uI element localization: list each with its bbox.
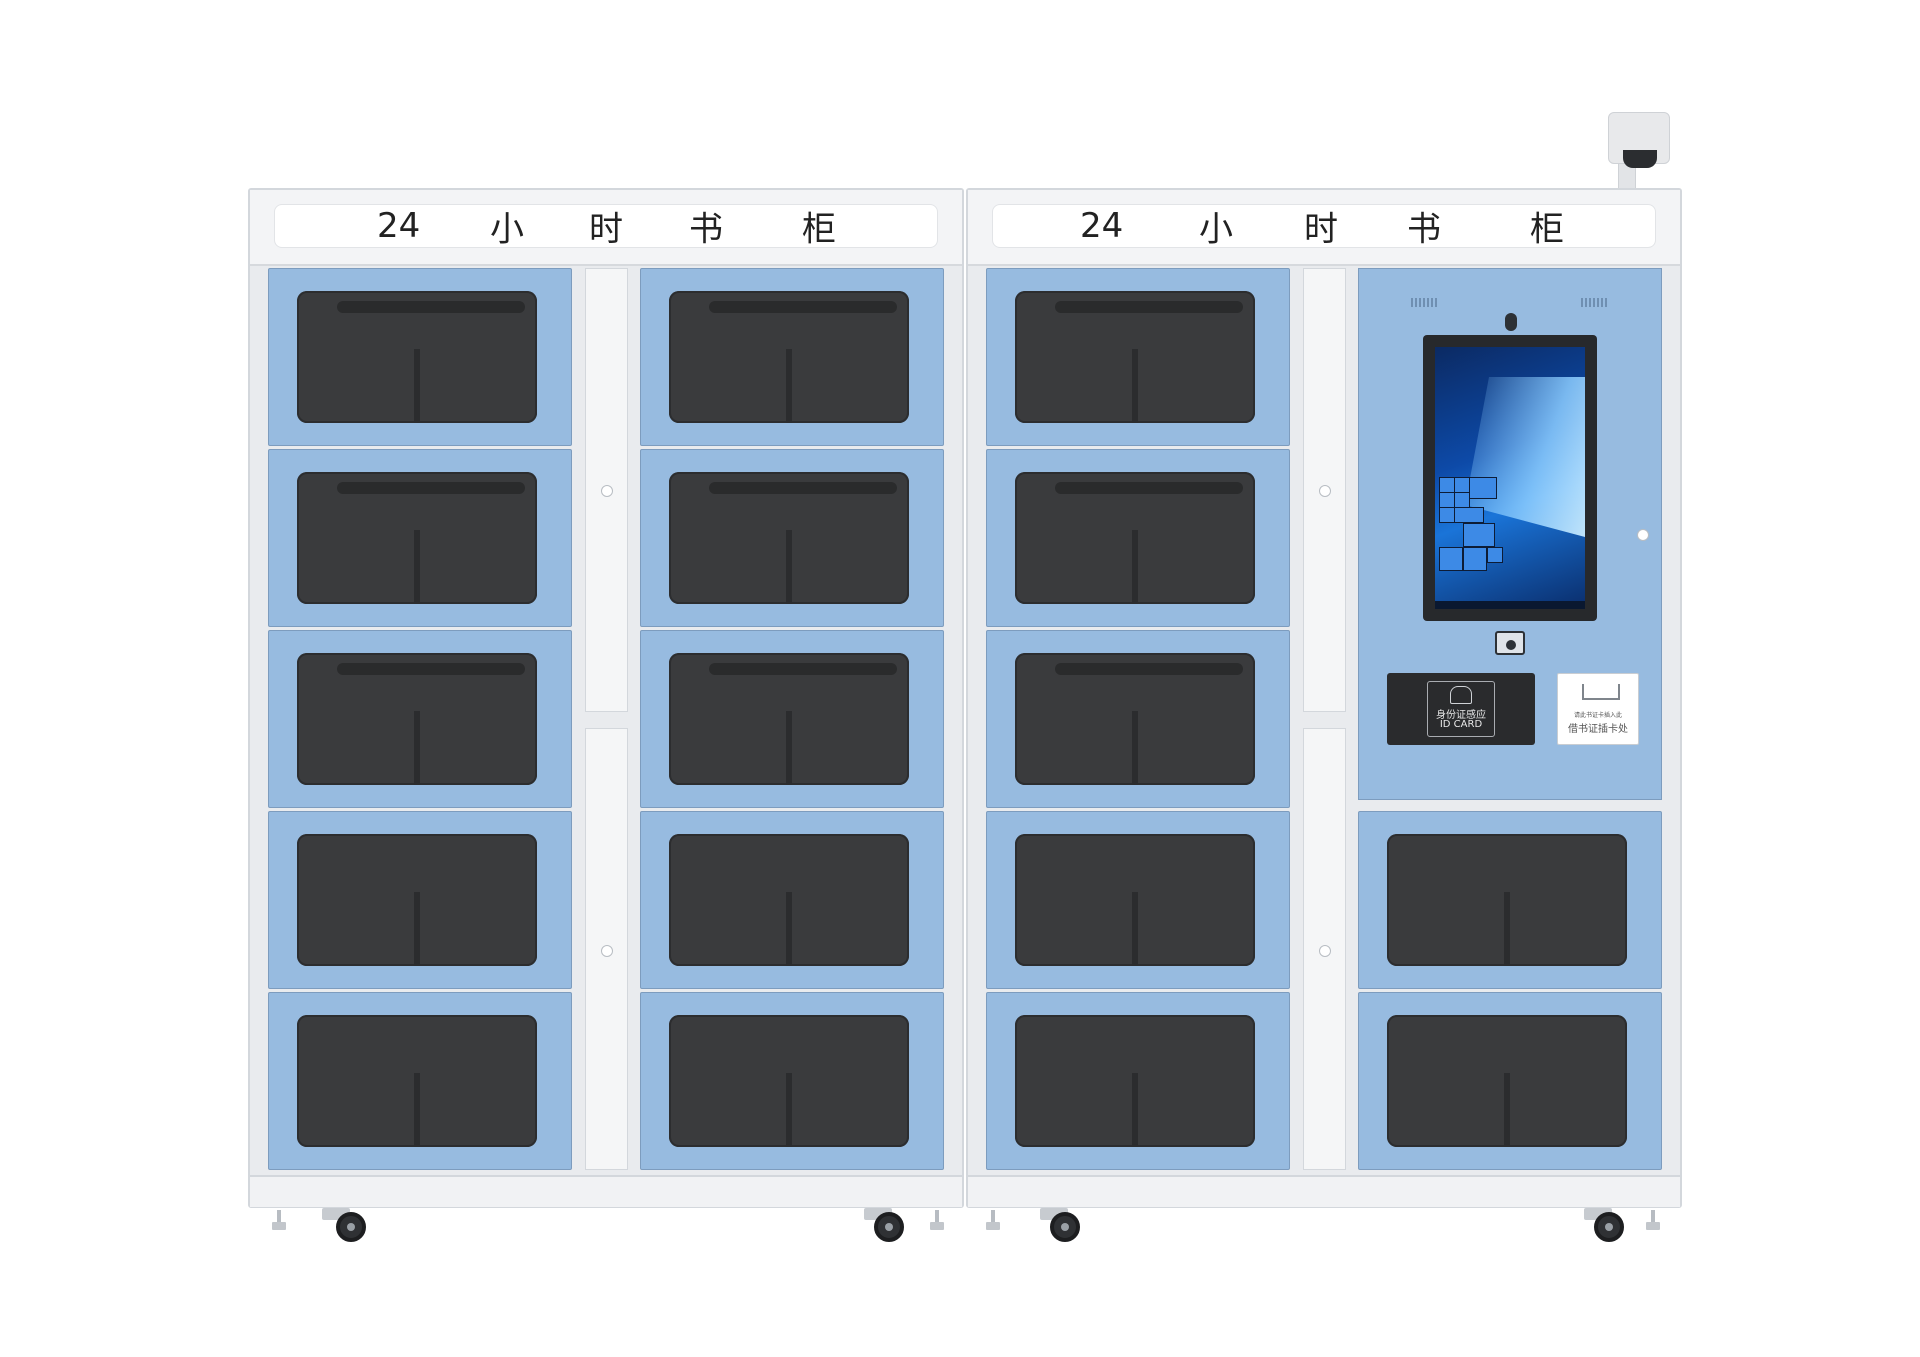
locker-door[interactable] [640, 449, 944, 627]
sign-char: 书 [1407, 209, 1441, 250]
card-slot-hint: 请此书证卡插入此 [1573, 712, 1622, 719]
keyhole-icon [600, 485, 613, 497]
caster-wheel-icon [336, 1212, 366, 1242]
service-panel[interactable] [1303, 268, 1346, 712]
locker-window [669, 472, 909, 604]
locker-door[interactable] [986, 268, 1290, 446]
locker-window [1015, 1015, 1255, 1147]
locker-window [297, 834, 537, 966]
locker-window [1015, 472, 1255, 604]
caster-wheel-icon [1594, 1212, 1624, 1242]
locker-window [669, 653, 909, 785]
cabinet-right-sign: 24 小 时 书 柜 [992, 204, 1656, 250]
sign-char: 小 [1199, 209, 1233, 250]
keyhole-icon [1318, 945, 1331, 957]
security-camera-lens [1623, 150, 1657, 168]
sign-char: 书 [689, 209, 723, 250]
locker-window [1015, 834, 1255, 966]
sign-char: 小 [490, 209, 524, 250]
leveling-foot-icon [986, 1210, 1000, 1230]
locker-window [1015, 653, 1255, 785]
cabinet-left-sign: 24 小 时 书 柜 [274, 204, 938, 250]
keyhole-icon [600, 945, 613, 957]
card-slot-label: 借书证插卡处 [1568, 724, 1628, 735]
locker-door[interactable] [268, 449, 572, 627]
locker-door[interactable] [1358, 992, 1662, 1170]
id-reader-label-en: ID CARD [1439, 719, 1483, 730]
locker-window [297, 291, 537, 423]
locker-window [1387, 834, 1627, 966]
keyhole-icon [1637, 529, 1649, 541]
fingerprint-scanner[interactable] [1495, 631, 1525, 655]
card-slot-icon [1582, 684, 1620, 700]
leveling-foot-icon [272, 1210, 286, 1230]
service-panel[interactable] [585, 728, 628, 1170]
locker-door[interactable] [640, 630, 944, 808]
leveling-foot-icon [1646, 1210, 1660, 1230]
locker-door[interactable] [986, 811, 1290, 989]
locker-door[interactable] [268, 268, 572, 446]
id-person-icon [1450, 686, 1472, 704]
speaker-grille-icon [1411, 298, 1439, 307]
locker-door[interactable] [640, 992, 944, 1170]
id-card-reader[interactable]: 身份证感应 ID CARD [1387, 673, 1535, 745]
locker-window [669, 1015, 909, 1147]
leveling-foot-icon [930, 1210, 944, 1230]
caster-wheel-icon [1050, 1212, 1080, 1242]
service-panel[interactable] [1303, 728, 1346, 1170]
sign-char: 时 [589, 209, 623, 250]
control-panel: 身份证感应 ID CARD 请此书证卡插入此 借书证插卡处 [1358, 268, 1662, 800]
sign-char: 柜 [1530, 209, 1564, 250]
locker-window [669, 291, 909, 423]
locker-door[interactable] [986, 992, 1290, 1170]
touchscreen-display[interactable] [1435, 347, 1585, 609]
locker-door[interactable] [640, 811, 944, 989]
locker-window [297, 472, 537, 604]
id-reader-label-cn: 身份证感应 [1436, 710, 1486, 721]
locker-door[interactable] [268, 630, 572, 808]
locker-window [297, 1015, 537, 1147]
sign-char: 柜 [802, 209, 836, 250]
locker-door[interactable] [268, 811, 572, 989]
sign-number: 24 [377, 206, 421, 246]
sign-char: 时 [1304, 209, 1338, 250]
locker-window [669, 834, 909, 966]
id-reader-face: 身份证感应 ID CARD [1427, 681, 1495, 737]
locker-door[interactable] [268, 992, 572, 1170]
caster-wheel-icon [874, 1212, 904, 1242]
locker-door[interactable] [986, 449, 1290, 627]
locker-window [297, 653, 537, 785]
touchscreen[interactable] [1423, 335, 1597, 621]
locker-door[interactable] [1358, 811, 1662, 989]
speaker-grille-icon [1581, 298, 1609, 307]
service-panel[interactable] [585, 268, 628, 712]
cabinet-left-base [250, 1175, 962, 1207]
locker-door[interactable] [640, 268, 944, 446]
taskbar[interactable] [1435, 601, 1585, 609]
cabinet-right-base [968, 1175, 1680, 1207]
locker-window [1015, 291, 1255, 423]
locker-window [1387, 1015, 1627, 1147]
front-camera-icon [1505, 313, 1517, 331]
keyhole-icon [1318, 485, 1331, 497]
sign-number: 24 [1080, 206, 1124, 246]
library-card-slot[interactable]: 请此书证卡插入此 借书证插卡处 [1557, 673, 1639, 745]
locker-door[interactable] [986, 630, 1290, 808]
